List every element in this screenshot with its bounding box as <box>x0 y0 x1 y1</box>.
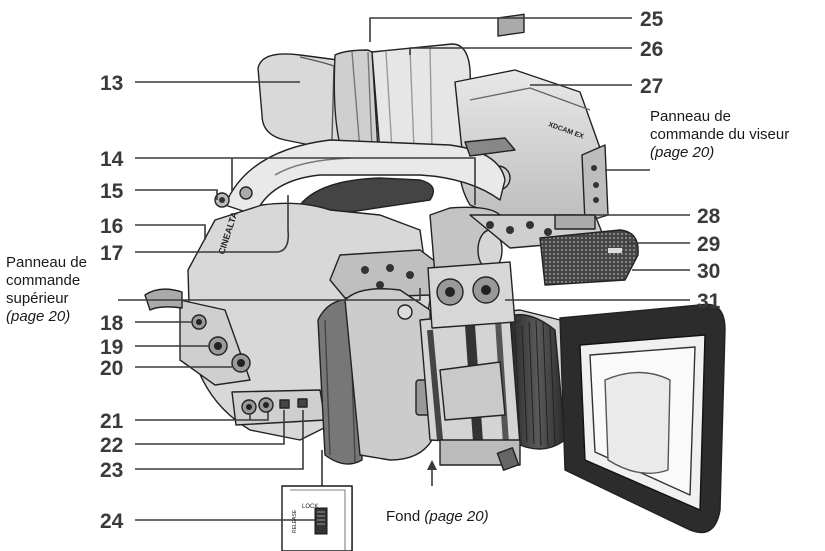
caption-viewfinder-line1: Panneau de <box>650 108 731 125</box>
callout-16: 16 <box>100 215 124 238</box>
caption-bottom-label: Fond <box>386 508 421 525</box>
release-label: RELEASE <box>292 509 298 533</box>
callout-28: 28 <box>697 205 721 228</box>
callout-27: 27 <box>640 75 664 98</box>
caption-top-panel: Panneau de commande supérieur (page 20) <box>6 254 126 326</box>
callout-19: 19 <box>100 336 124 359</box>
caption-viewfinder-ref: (page 20) <box>650 144 715 161</box>
callout-13: 13 <box>100 72 124 95</box>
lock-label: LOCK <box>302 504 318 510</box>
caption-bottom: Fond (page 20) <box>386 508 546 526</box>
viewfinder-hinge <box>497 13 525 37</box>
caption-top-line1: Panneau de <box>6 254 87 271</box>
caption-bottom-ref: (page 20) <box>424 508 489 525</box>
callout-26: 26 <box>640 38 664 61</box>
camera-illustration: XDCAM EX CINEALTA <box>144 13 726 534</box>
microphone <box>539 229 639 286</box>
callout-29: 29 <box>697 233 721 256</box>
lock-release-switch <box>314 507 328 535</box>
callout-17: 17 <box>100 242 124 265</box>
hand-grip <box>344 288 433 461</box>
callout-14: 14 <box>100 148 124 171</box>
callout-23: 23 <box>100 459 124 482</box>
callout-20: 20 <box>100 357 124 380</box>
lock-release-inset: LOCK RELEASE <box>281 450 353 551</box>
caption-viewfinder-panel: Panneau de commande du viseur (page 20) <box>650 108 822 162</box>
callout-30: 30 <box>697 260 721 283</box>
callout-24: 24 <box>100 510 124 533</box>
callout-25: 25 <box>640 8 664 31</box>
fond-arrow-head <box>427 460 437 470</box>
caption-top-line3: supérieur <box>6 290 69 307</box>
callout-22: 22 <box>100 434 124 457</box>
caption-top-ref: (page 20) <box>6 308 71 325</box>
callout-15: 15 <box>100 180 124 203</box>
caption-top-line2: commande <box>6 272 81 289</box>
callout-31: 31 <box>697 290 721 313</box>
callout-18: 18 <box>100 312 124 335</box>
caption-viewfinder-line2: commande du viseur <box>650 126 790 143</box>
callout-21: 21 <box>100 410 124 433</box>
leader-lines <box>118 17 690 521</box>
